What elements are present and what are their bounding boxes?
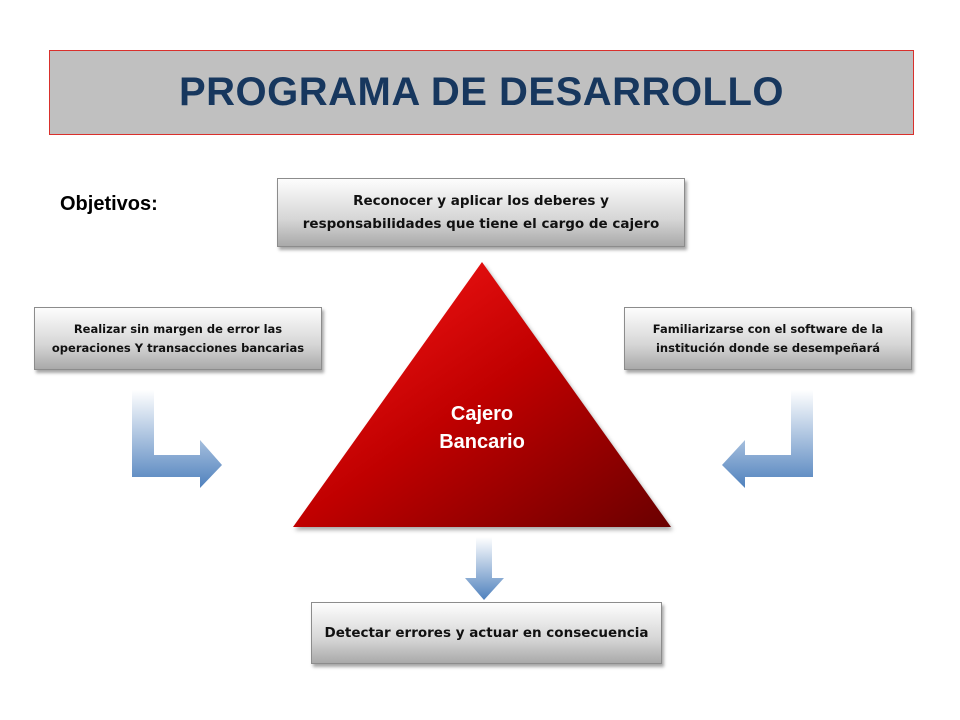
box-text: Familiarizarse con el software de la	[652, 321, 884, 336]
page-title: PROGRAMA DE DESARROLLO	[178, 70, 785, 114]
objective-box-bottom: Detectar errores y actuar en consecuenci…	[311, 602, 662, 664]
objective-box-right: Familiarizarse con el software de la inst…	[624, 307, 912, 370]
box-text: Detectar errores y actuar en consecuenci…	[324, 625, 649, 641]
box-text: responsabilidades que tiene el cargo de …	[302, 215, 660, 232]
left-arrow-icon	[132, 390, 222, 488]
center-label: Cajero Bancario	[402, 400, 562, 456]
right-arrow-icon	[722, 390, 813, 488]
title-banner: PROGRAMA DE DESARROLLO	[49, 50, 914, 135]
box-text: operaciones Y transacciones bancarias	[51, 340, 305, 355]
objective-box-left: Realizar sin margen de error las operacio…	[34, 307, 322, 370]
down-arrow-icon	[465, 537, 504, 600]
center-line2: Bancario	[439, 431, 525, 453]
box-text: Realizar sin margen de error las	[73, 321, 283, 336]
center-line1: Cajero	[450, 403, 514, 425]
triangle-shape	[293, 262, 671, 527]
box-text: Reconocer y aplicar los deberes y	[353, 192, 609, 209]
objectives-label: Objetivos:	[60, 193, 158, 215]
box-text: institución donde se desempeñará	[655, 340, 881, 355]
objective-box-top: Reconocer y aplicar los deberes y respons…	[277, 178, 685, 247]
